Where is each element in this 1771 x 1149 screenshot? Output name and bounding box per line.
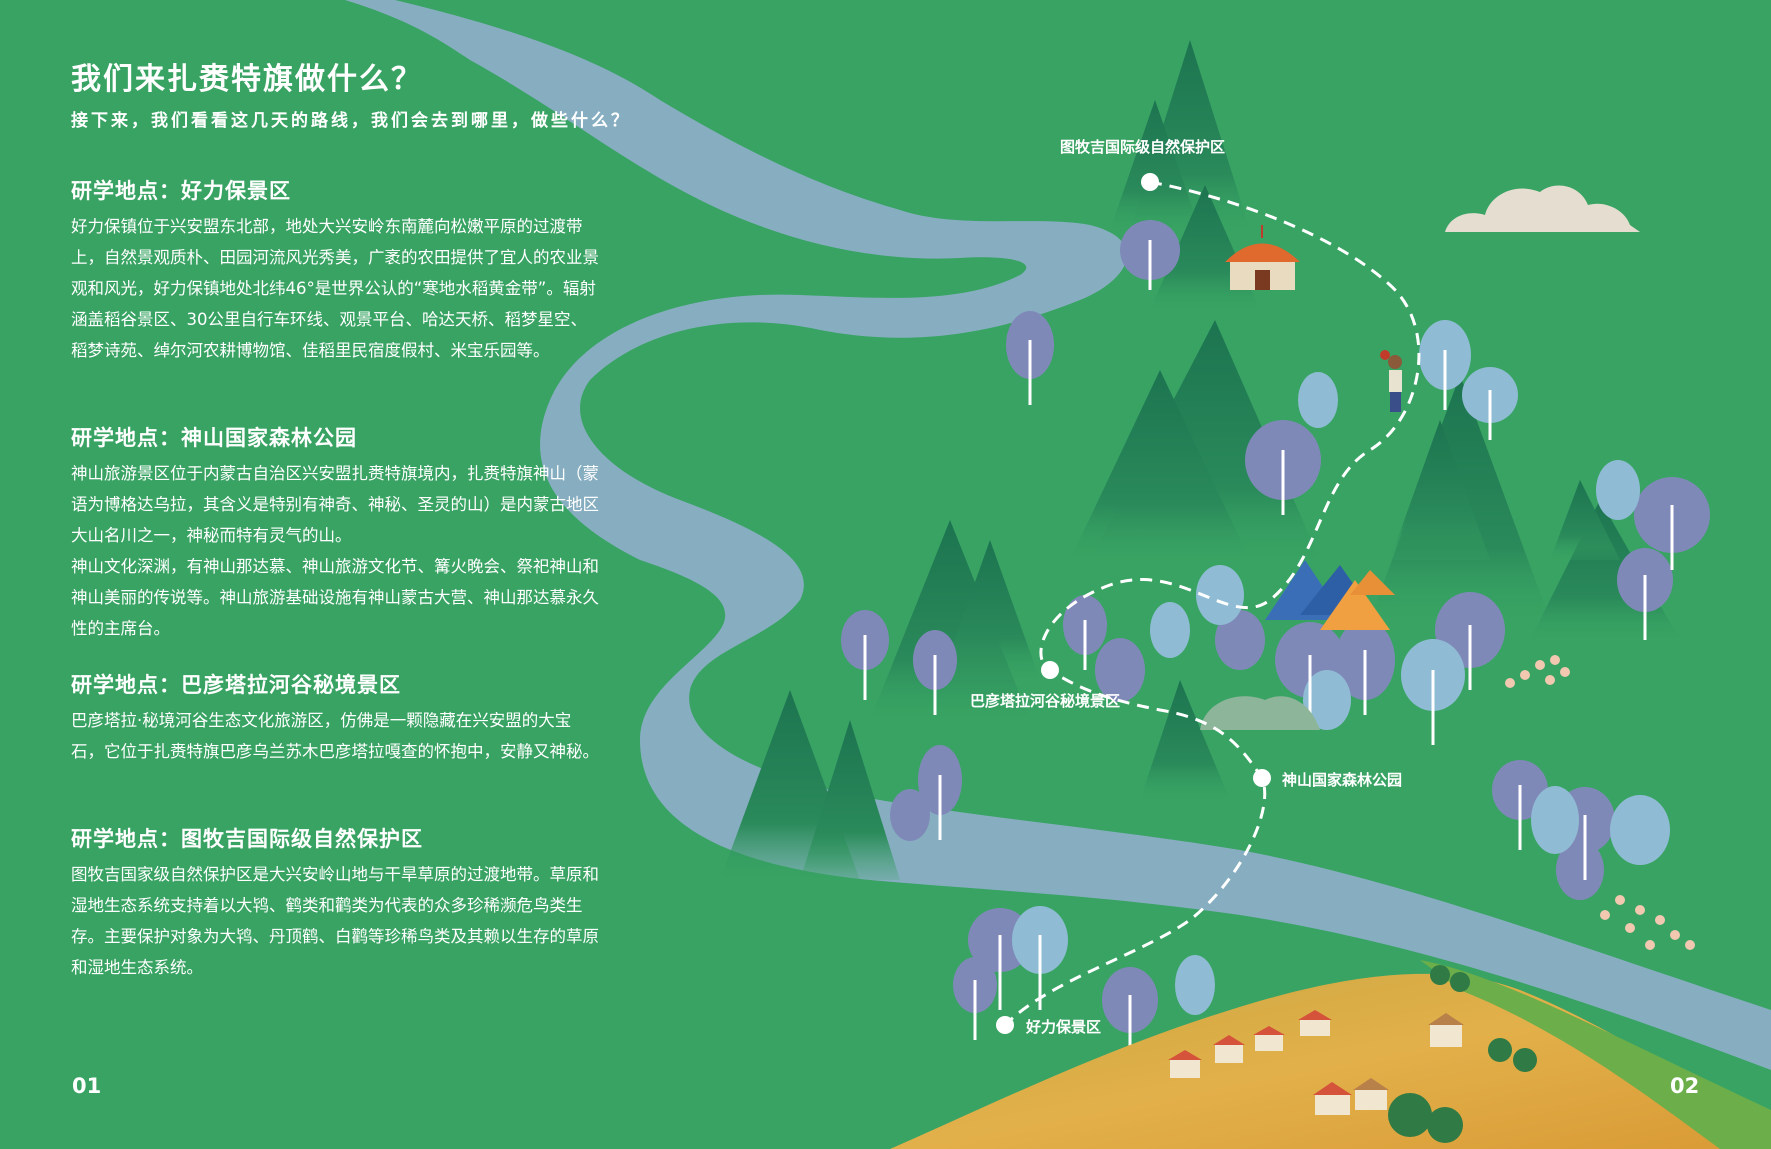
section-heading: 研学地点：神山国家森林公园: [71, 426, 357, 450]
page-title: 我们来扎赉特旗做什么？: [71, 62, 423, 97]
section-tumuji: 研学地点：图牧吉国际级自然保护区 图牧吉国家级自然保护区是大兴安岭山地与干旱草原…: [71, 823, 601, 983]
yurt-icon: [1225, 225, 1300, 290]
page-number-right: 02: [1670, 1074, 1700, 1098]
page-subtitle: 接下来，我们看看这几天的路线，我们会去到哪里，做些什么？: [71, 111, 631, 131]
cloud: [1445, 185, 1640, 232]
node-tumuji: [1141, 173, 1159, 191]
section-paragraph: 好力保镇位于兴安盟东北部，地处大兴安岭东南麓向松嫩平原的过渡带上，自然景观质朴、…: [71, 217, 599, 360]
label-haolibao: 好力保景区: [1025, 1018, 1101, 1036]
label-tumuji: 图牧吉国际级自然保护区: [1060, 138, 1225, 156]
node-haolibao: [996, 1016, 1014, 1034]
mountains: [720, 40, 1680, 880]
farmland-green: [1420, 960, 1771, 1149]
node-shenshan: [1253, 769, 1271, 787]
section-shenshan: 研学地点：神山国家森林公园 神山旅游景区位于内蒙古自治区兴安盟扎赉特旗境内，扎赉…: [71, 422, 601, 644]
river: [345, 0, 1771, 1070]
tents-icon: [1265, 560, 1395, 630]
section-bayantala: 研学地点：巴彦塔拉河谷秘境景区 巴彦塔拉·秘境河谷生态文化旅游区，仿佛是一颗隐藏…: [71, 669, 601, 767]
section-paragraph: 图牧吉国家级自然保护区是大兴安岭山地与干旱草原的过渡地带。草原和湿地生态系统支持…: [71, 865, 599, 977]
village-houses: [1168, 1010, 1464, 1115]
hikers-icon: [1380, 350, 1402, 412]
shrubs: [1388, 965, 1537, 1143]
label-shenshan: 神山国家森林公园: [1282, 771, 1402, 789]
section-heading: 研学地点：好力保景区: [71, 179, 291, 203]
section-heading: 研学地点：巴彦塔拉河谷秘境景区: [71, 673, 401, 697]
section-paragraph: 神山旅游景区位于内蒙古自治区兴安盟扎赉特旗境内，扎赉特旗神山（蒙语为博格达乌拉，…: [71, 464, 599, 545]
flowers: [1505, 655, 1695, 950]
page-number-left: 01: [72, 1074, 102, 1098]
section-paragraph: 巴彦塔拉·秘境河谷生态文化旅游区，仿佛是一颗隐藏在兴安盟的大宝石，它位于扎赉特旗…: [71, 711, 599, 761]
bush: [1200, 696, 1320, 730]
label-bayantala: 巴彦塔拉河谷秘境景区: [970, 692, 1120, 710]
section-haolibao: 研学地点：好力保景区 好力保镇位于兴安盟东北部，地处大兴安岭东南麓向松嫩平原的过…: [71, 175, 601, 366]
route-line: [1003, 180, 1421, 1027]
section-heading: 研学地点：图牧吉国际级自然保护区: [71, 827, 423, 851]
section-paragraph: 神山文化深渊，有神山那达慕、神山旅游文化节、篝火晚会、祭祀神山和神山美丽的传说等…: [71, 557, 599, 638]
node-bayantala: [1041, 661, 1059, 679]
